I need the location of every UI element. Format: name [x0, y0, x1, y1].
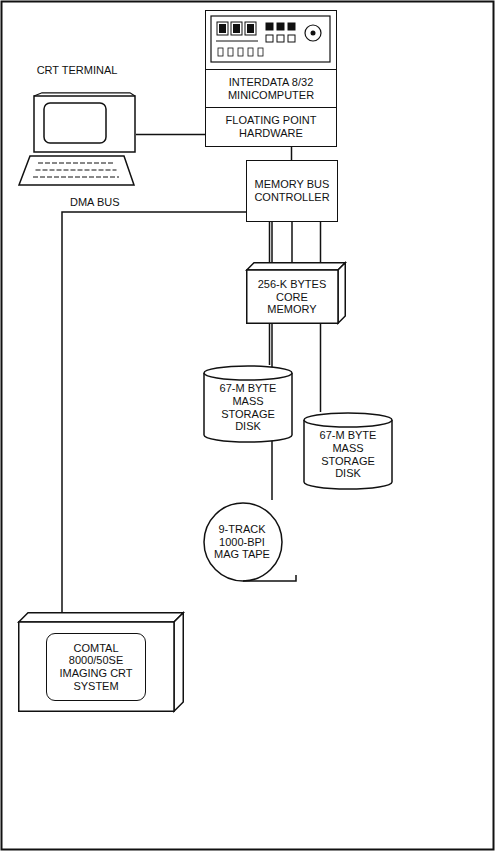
- control-panel: [211, 16, 330, 62]
- keyboard-row: [36, 170, 117, 171]
- node-label: 9-TRACK 1000-BPI MAG TAPE: [213, 523, 271, 561]
- memory-box: 256-K BYTES CORE MEMORY: [246, 262, 346, 324]
- panel-button: [288, 35, 295, 42]
- terminal-screen: [44, 103, 106, 143]
- display-window: [217, 22, 228, 35]
- node-label: CRT TERMINAL: [35, 64, 120, 77]
- box-front: [247, 270, 338, 323]
- box-front: [19, 622, 174, 711]
- panel-button: [266, 35, 273, 42]
- box-3d: [19, 613, 184, 712]
- display-digit: [233, 24, 240, 33]
- imaging-system-box: COMTAL 8000/50SE IMAGING CRT SYSTEM: [18, 612, 184, 712]
- display-digit: [219, 24, 226, 33]
- disk-top: [304, 413, 392, 427]
- panel-switch: [248, 48, 253, 56]
- keyboard-row: [33, 177, 119, 178]
- panel-switch: [218, 48, 223, 56]
- bus-line: [291, 147, 293, 160]
- panel-button: [277, 35, 284, 42]
- panel-knob: [305, 25, 321, 41]
- node-label: COMTAL 8000/50SE IMAGING CRT SYSTEM: [46, 633, 146, 702]
- shape-outline: [18, 92, 136, 187]
- display-digit: [247, 24, 254, 33]
- keyboard-row: [38, 163, 114, 164]
- bus-line: [291, 222, 293, 262]
- tape-reel: 9-TRACK 1000-BPI MAG TAPE: [203, 500, 298, 584]
- terminal-monitor: [34, 96, 135, 152]
- node-label: MEMORY BUS CONTROLLER: [252, 178, 332, 203]
- node-label: 67-M BYTE MASS STORAGE DISK: [313, 429, 383, 480]
- disk-body: [204, 373, 292, 442]
- terminal-node: CRT TERMINAL: [18, 62, 136, 187]
- panel-switch: [238, 48, 243, 56]
- box-side: [338, 263, 345, 324]
- panel-button: [277, 23, 284, 30]
- tape-reel: [204, 503, 282, 581]
- panel-knob-center: [311, 31, 316, 36]
- box-top: [247, 263, 346, 270]
- bus-line: [136, 134, 205, 136]
- panel-face: [211, 16, 330, 62]
- minicomputer-box: INTERDATA 8/32 MINICOMPUTERFLOATING POIN…: [205, 10, 337, 147]
- panel-switch: [258, 48, 263, 56]
- node-label: INTERDATA 8/32 MINICOMPUTER: [206, 69, 336, 107]
- box-3d: [247, 263, 346, 324]
- terminal-illustration: [19, 93, 135, 185]
- panel-button: [266, 23, 273, 30]
- disk-body: [304, 420, 392, 489]
- tape-tail: [243, 575, 296, 581]
- controller-box: MEMORY BUS CONTROLLER: [246, 160, 338, 222]
- display-window: [245, 22, 256, 35]
- node-label: 256-K BYTES CORE MEMORY: [251, 278, 333, 316]
- display-window: [231, 22, 242, 35]
- node-label: FLOATING POINT HARDWARE: [206, 107, 336, 145]
- disk-drive: 67-M BYTE MASS STORAGE DISK: [303, 412, 393, 490]
- panel-button: [288, 23, 295, 30]
- box-side: [174, 613, 183, 712]
- shape-outline: [206, 11, 335, 69]
- disk-drive: 67-M BYTE MASS STORAGE DISK: [203, 365, 293, 443]
- terminal-hood: [34, 93, 135, 96]
- bus-label: DMA BUS: [68, 196, 122, 209]
- panel-rule: [216, 41, 258, 42]
- terminal-keyboard: [19, 156, 134, 185]
- panel-switch: [228, 48, 233, 56]
- node-label: 67-M BYTE MASS STORAGE DISK: [213, 382, 283, 433]
- box-top: [19, 613, 184, 622]
- disk-top: [204, 366, 292, 380]
